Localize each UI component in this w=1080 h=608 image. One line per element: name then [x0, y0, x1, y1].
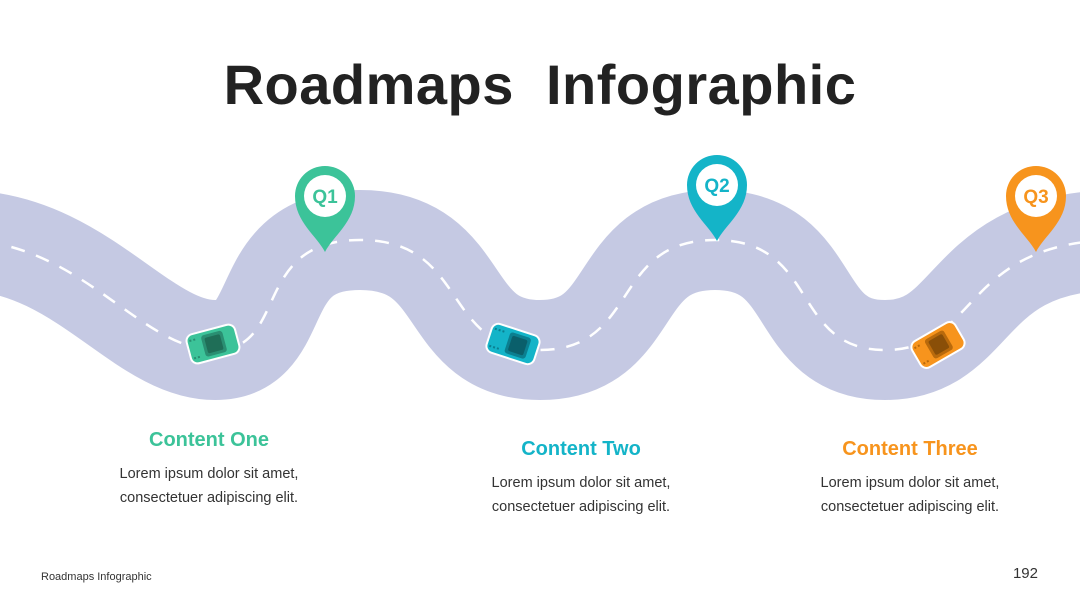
car-green: [185, 323, 241, 365]
content-two-text: Lorem ipsum dolor sit amet, consectetuer…: [451, 471, 711, 519]
marker-q1: Q1: [295, 166, 355, 252]
car-orange: [910, 321, 966, 369]
content-three-line1: Lorem ipsum dolor sit amet,: [820, 475, 1000, 491]
content-three: Content Three Lorem ipsum dolor sit amet…: [780, 438, 1040, 519]
road-band: [0, 189, 1080, 401]
content-one-line1: Lorem ipsum dolor sit amet,: [119, 466, 299, 482]
page-number: 192: [1012, 565, 1038, 582]
content-two: Content Two Lorem ipsum dolor sit amet, …: [451, 438, 711, 519]
content-two-line1: Lorem ipsum dolor sit amet,: [491, 475, 671, 491]
marker-q1-label: Q1: [312, 187, 338, 208]
content-three-heading: Content Three: [842, 438, 978, 460]
content-two-line2: consectetuer adipiscing elit.: [491, 499, 671, 515]
content-three-line2: consectetuer adipiscing elit.: [820, 499, 1000, 515]
marker-q2: Q2: [687, 155, 747, 241]
footer-title: Roadmaps Infographic: [41, 571, 152, 583]
content-one-text: Lorem ipsum dolor sit amet, consectetuer…: [79, 462, 339, 510]
content-one: Content One Lorem ipsum dolor sit amet, …: [79, 429, 339, 510]
marker-q2-label: Q2: [704, 176, 729, 197]
content-one-heading: Content One: [149, 429, 269, 451]
marker-q3-label: Q3: [1023, 187, 1048, 208]
car-blue: [485, 322, 541, 366]
content-three-text: Lorem ipsum dolor sit amet, consectetuer…: [780, 471, 1040, 519]
page-title: Roadmaps Infographic: [223, 53, 857, 116]
content-two-heading: Content Two: [521, 438, 641, 460]
marker-q3: Q3: [1006, 166, 1066, 252]
content-one-line2: consectetuer adipiscing elit.: [119, 490, 299, 506]
